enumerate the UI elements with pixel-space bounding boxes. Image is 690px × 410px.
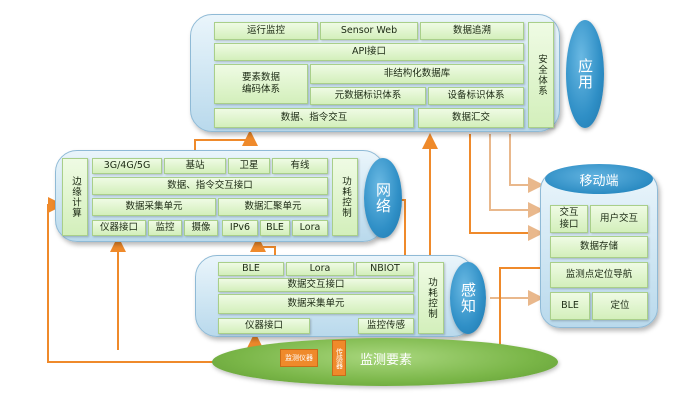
mobile-title-cap: 移动端	[545, 164, 653, 194]
app-encoding-text: 要素数据 编码体系	[241, 72, 280, 95]
sensing-cell-nbiot: NBIOT	[356, 262, 414, 276]
network-cell-satellite: 卫星	[228, 158, 270, 174]
mobile-cell-storage: 数据存储	[550, 236, 648, 258]
app-label-oval: 应用	[566, 20, 604, 128]
arrow-ground-to-mobile	[499, 267, 540, 360]
sensing-cell-instrument: 仪器接口	[218, 318, 310, 334]
app-cell-aggregate: 数据汇交	[418, 108, 524, 128]
app-cell-meta: 元数据标识体系	[310, 87, 426, 105]
sensing-cell-monitor: 监控传感	[358, 318, 414, 334]
network-cell-aggregate: 数据汇聚单元	[218, 198, 328, 216]
network-cell-wired: 有线	[272, 158, 328, 174]
network-cell-camera: 摄像	[184, 220, 218, 236]
network-cell-lora: Lora	[292, 220, 328, 236]
network-edge-text: 边缘计算	[70, 176, 81, 218]
sensing-label: 感知	[459, 282, 477, 314]
ground-sensor-tag: 传感器	[332, 340, 346, 376]
app-cell-run-monitor: 运行监控	[214, 22, 318, 40]
app-cell-encoding: 要素数据 编码体系	[214, 64, 308, 104]
sensing-power-text: 功耗控制	[426, 277, 437, 319]
network-cell-monitor: 监控	[148, 220, 182, 236]
network-power-control: 功耗控制	[332, 158, 358, 236]
network-cell-ipv6: IPv6	[222, 220, 258, 236]
sensing-cell-interface: 数据交互接口	[218, 278, 414, 292]
mobile-cell-interface: 交互接口	[550, 205, 588, 233]
sensing-cell-lora: Lora	[286, 262, 354, 276]
sensing-cell-collect: 数据采集单元	[218, 294, 414, 314]
network-cell-interface: 数据、指令交互接口	[92, 177, 328, 195]
network-cell-instrument: 仪器接口	[92, 220, 146, 236]
app-cell-unstructured: 非结构化数据库	[310, 64, 524, 84]
mobile-cell-ble: BLE	[550, 292, 590, 320]
app-cell-interact: 数据、指令交互	[214, 108, 414, 128]
sensing-power-control: 功耗控制	[418, 262, 444, 334]
mobile-interface-text: 交互接口	[559, 207, 579, 230]
app-cell-device-id: 设备标识体系	[428, 87, 524, 105]
app-cell-security: 安全体系	[528, 22, 554, 128]
network-power-text: 功耗控制	[340, 176, 351, 218]
mobile-cell-nav: 监测点定位导航	[550, 262, 648, 288]
arrow-ground-to-edge	[47, 197, 230, 363]
app-cell-api: API接口	[214, 43, 524, 61]
arrow-app-to-mobile-3	[509, 134, 544, 193]
ground-sensor-text: 传感器	[335, 347, 344, 369]
network-label-oval: 网络	[364, 158, 402, 238]
arrow-app-to-mobile-2	[489, 134, 544, 218]
arrow-app-to-mobile	[469, 134, 544, 241]
ground-label: 监测要素	[360, 353, 413, 368]
network-edge-compute: 边缘计算	[62, 158, 88, 236]
app-cell-data-trace: 数据追溯	[420, 22, 524, 40]
app-security-text: 安全体系	[536, 54, 547, 96]
mobile-cell-locate: 定位	[592, 292, 648, 320]
mobile-title: 移动端	[579, 173, 619, 189]
network-cell-collect: 数据采集单元	[92, 198, 216, 216]
app-cell-sensor-web: Sensor Web	[320, 22, 418, 40]
network-cell-ble: BLE	[260, 220, 290, 236]
sensing-cell-ble: BLE	[218, 262, 284, 276]
network-label: 网络	[374, 182, 392, 214]
network-cell-base: 基站	[164, 158, 226, 174]
ground-instrument-tag: 监测仪器	[280, 349, 318, 367]
ground-ellipse	[212, 338, 558, 386]
network-cell-mobile: 3G/4G/5G	[92, 158, 162, 174]
app-label: 应用	[576, 58, 594, 90]
mobile-cell-user: 用户交互	[590, 205, 648, 233]
sensing-label-oval: 感知	[450, 262, 486, 334]
